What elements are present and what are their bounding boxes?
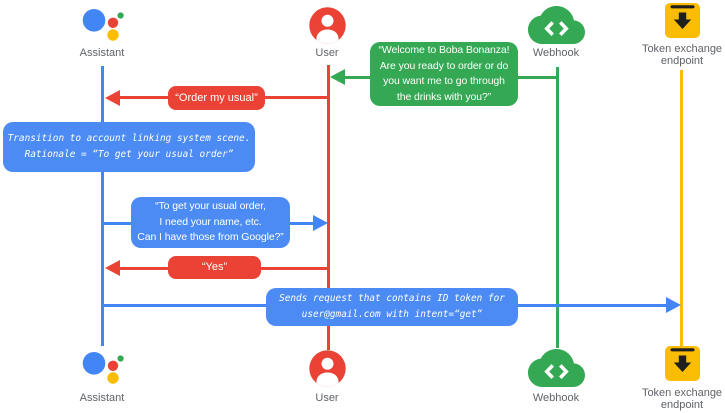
token-endpoint-label-top: Token exchange endpoint	[641, 43, 723, 67]
assistant-icon-top	[82, 9, 124, 41]
note-transition: Transition to account linking system sce…	[3, 122, 255, 172]
user-label-bottom: User	[315, 392, 339, 404]
token-lifeline	[680, 70, 683, 346]
webhook-lifeline	[556, 67, 559, 348]
token-endpoint-icon-bottom	[665, 346, 700, 381]
token-endpoint-label-bottom: Token exchange endpoint	[641, 387, 723, 411]
message-bubble-order: “Order my usual”	[168, 86, 265, 110]
assistant-icon-bottom	[82, 352, 124, 384]
assistant-label-bottom: Assistant	[79, 392, 125, 404]
user-icon-top	[309, 7, 346, 44]
arrowhead-ask	[313, 215, 328, 231]
arrowhead-welcome	[330, 69, 345, 85]
user-lifeline	[327, 65, 330, 350]
webhook-icon-bottom	[528, 349, 585, 387]
webhook-label-bottom: Webhook	[532, 392, 580, 404]
arrowhead-send	[666, 297, 681, 313]
arrowhead-order	[105, 90, 120, 106]
message-bubble-send: Sends request that contains ID token for…	[266, 288, 518, 326]
message-bubble-welcome: “Welcome to Boba Bonanza! Are you ready …	[370, 42, 518, 106]
assistant-label-top: Assistant	[79, 47, 125, 59]
arrowhead-yes	[105, 260, 120, 276]
message-bubble-ask: “To get your usual order, I need your na…	[131, 197, 290, 248]
assistant-lifeline	[101, 66, 104, 346]
message-bubble-yes: “Yes”	[168, 256, 261, 279]
webhook-label-top: Webhook	[532, 47, 580, 59]
user-icon-bottom	[309, 350, 346, 387]
webhook-icon-top	[528, 6, 585, 44]
token-endpoint-icon-top	[665, 3, 700, 38]
user-label-top: User	[315, 47, 339, 59]
